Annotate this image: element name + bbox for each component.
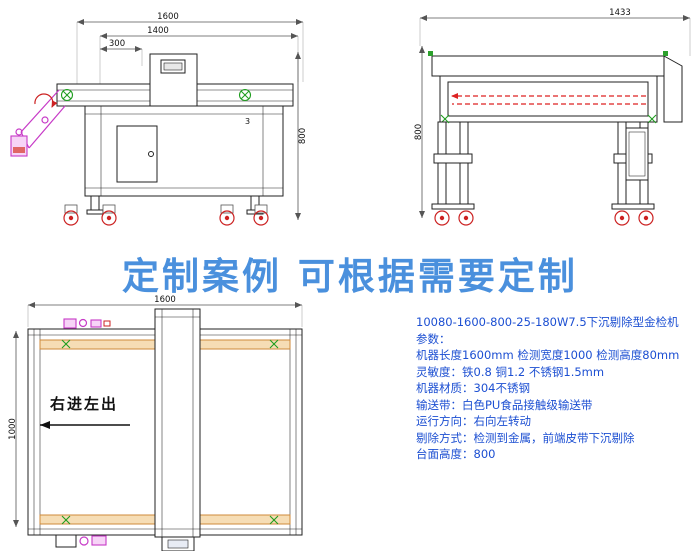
- electric-box: [625, 127, 649, 181]
- undercarriage: [431, 121, 655, 226]
- caster-wheel: [219, 204, 235, 226]
- spec-line-size: 机器长度1600mm 检测宽度1000 检测高度80mm: [416, 348, 680, 362]
- corner-cross-icon: [269, 515, 279, 525]
- dim-machine-height: 800: [414, 124, 424, 140]
- front-view-drawing: 1433 800: [414, 8, 691, 226]
- reject-chute: [10, 89, 66, 157]
- caster-wheel: [253, 204, 269, 226]
- side-view-dimensions: 1600 1400 300 800: [76, 12, 308, 220]
- front-view-dimensions: 1433 800: [414, 8, 691, 218]
- spec-line-reject: 剔除方式：检测到金属，前端皮带下沉剔除: [416, 430, 635, 445]
- spec-line-model: 10080-1600-800-25-180W7.5下沉剔除型金检机: [416, 315, 679, 329]
- cabinet-door: [116, 125, 158, 183]
- detector-head-plan: [154, 308, 201, 538]
- part-label-3: 3: [245, 117, 250, 126]
- machine-body: [428, 51, 683, 124]
- flow-direction: 右进左出: [40, 395, 130, 429]
- head-display-screen: [163, 62, 183, 71]
- spec-line-material: 机器材质：304不锈钢: [416, 381, 530, 395]
- caster-wheel: [638, 210, 654, 226]
- corner-mark-icon: [663, 51, 668, 56]
- caster-wheel: [101, 204, 117, 226]
- side-view-drawing: 1600 1400 300 800: [10, 12, 308, 226]
- flow-direction-label: 右进左出: [50, 395, 118, 413]
- caster-wheel: [614, 210, 630, 226]
- corner-cross-icon: [61, 339, 71, 349]
- plan-view-dimensions: 1600 1000: [8, 295, 303, 527]
- dim-plan-length: 1600: [154, 295, 176, 305]
- spec-line-direction: 运行方向：右向左转动: [416, 414, 531, 428]
- legs-and-casters: [63, 195, 269, 226]
- dim-overall-length: 1600: [157, 12, 179, 22]
- roller-bearing-right-icon: [238, 88, 252, 102]
- reject-device-plan: [63, 318, 111, 329]
- dim-plan-width: 1000: [8, 418, 18, 440]
- display-screen: [167, 539, 189, 549]
- spec-line-sensitivity: 灵敏度：铁0.8 铜1.2 不锈钢1.5mm: [416, 364, 605, 379]
- right-end-cap: [663, 55, 683, 123]
- door-handle: [148, 151, 154, 157]
- roller-bearing-left-icon: [60, 88, 74, 102]
- dim-belt-length: 1400: [147, 26, 169, 36]
- spec-list: 10080-1600-800-25-180W7.5下沉剔除型金检机 参数： 机器…: [416, 314, 698, 463]
- caster-wheel: [434, 210, 450, 226]
- plan-view-drawing: 1600 1000: [8, 295, 303, 551]
- spec-line-belt: 输送带：白色PU食品接触级输送带: [416, 397, 593, 412]
- banner-title: 定制案例 可根据需要定制: [122, 255, 578, 298]
- drive-motor-plan: [55, 534, 107, 548]
- dim-head-width: 300: [109, 39, 125, 49]
- corner-mark-icon: [428, 51, 433, 56]
- caster-wheel: [63, 204, 79, 226]
- corner-cross-icon: [61, 515, 71, 525]
- control-display: [161, 536, 195, 551]
- rotation-arrow-icon: [34, 93, 58, 108]
- corner-cross-right-icon: [647, 114, 657, 124]
- support-cabinet: 3: [84, 105, 284, 197]
- spec-line-table-height: 台面高度：800: [416, 447, 496, 461]
- dim-machine-width: 1433: [609, 8, 631, 18]
- corner-cross-icon: [269, 339, 279, 349]
- caster-wheel: [458, 210, 474, 226]
- spec-line-params: 参数：: [416, 331, 451, 346]
- dim-table-height: 800: [298, 128, 308, 144]
